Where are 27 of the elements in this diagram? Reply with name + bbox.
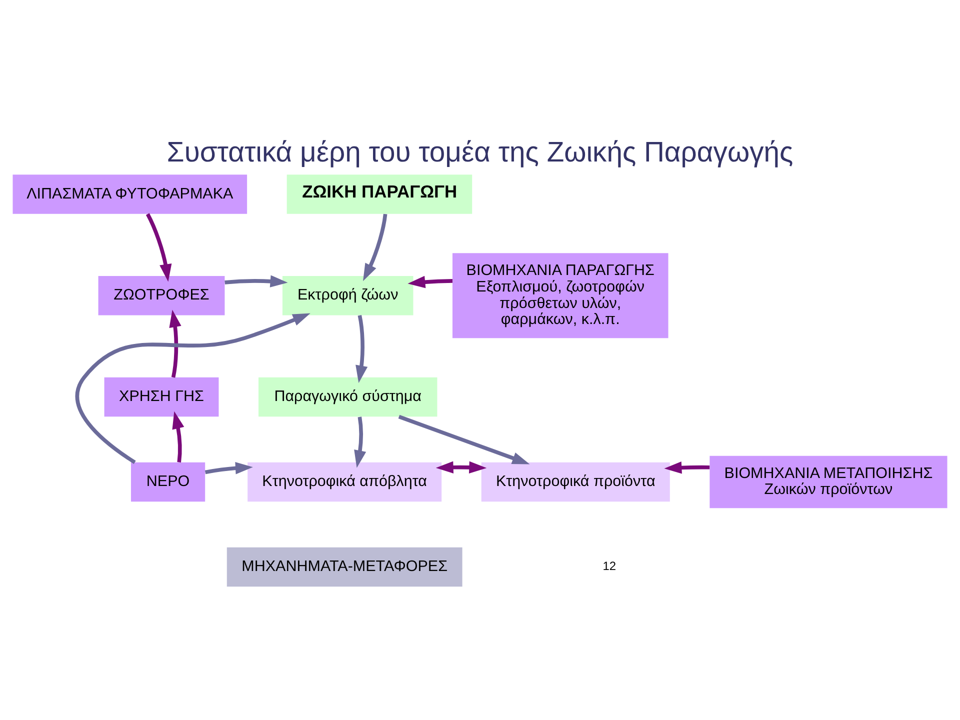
node-box: ΜΗΧΑΝΗΜΑΤΑ-ΜΕΤΑΦΟΡΕΣ [226, 546, 462, 586]
label: 12 [602, 558, 616, 573]
arrow [408, 275, 452, 288]
node-box: ΝΕΡΟ [130, 462, 206, 502]
node-box: Κτηνοτροφικά προϊόντα [481, 462, 670, 502]
node-box: ΖΩΙΚΗ ΠΑΡΑΓΩΓΗ [286, 174, 472, 214]
arrow [76, 312, 310, 464]
arrow [354, 416, 366, 468]
arrow [436, 460, 487, 473]
node-box: Κτηνοτροφικά απόβλητα [248, 462, 442, 502]
arrow [356, 314, 368, 383]
arrow [172, 410, 184, 462]
arrow [224, 274, 288, 287]
node-box: ΛΙΠΑΣΜΑΤΑ ΦΥΤΟΦΑΡΜΑΚΑ [12, 174, 248, 214]
arrow [398, 414, 530, 464]
arrow [146, 212, 172, 282]
node-box: Παραγωγικό σύστημα [258, 376, 438, 416]
node-box: ΧΡΗΣΗ ΓΗΣ [104, 376, 219, 416]
diagram-title: Συστατικά μέρη του τομέα της Ζωικής Παραγωγής [166, 136, 794, 168]
arrow [664, 461, 710, 474]
arrow [169, 309, 182, 378]
arrow [363, 213, 388, 281]
arrow [204, 461, 253, 474]
node-box: ΖΩΟΤΡΟΦΕΣ [98, 276, 225, 315]
node-box: ΒΙΟΜΗΧΑΝΙΑ ΠΑΡΑΓΩΓΗΣ Εξοπλισμού, ζωοτροφών πρόσθετων υλών, φαρμάκων, κ.λ.π. [452, 252, 668, 338]
node-box: ΒΙΟΜΗΧΑΝΙΑ ΜΕΤΑΠΟΙΗΣΗΣ Ζωικών προϊόντων [710, 455, 948, 508]
node-box: Εκτροφή ζώων [282, 276, 414, 315]
